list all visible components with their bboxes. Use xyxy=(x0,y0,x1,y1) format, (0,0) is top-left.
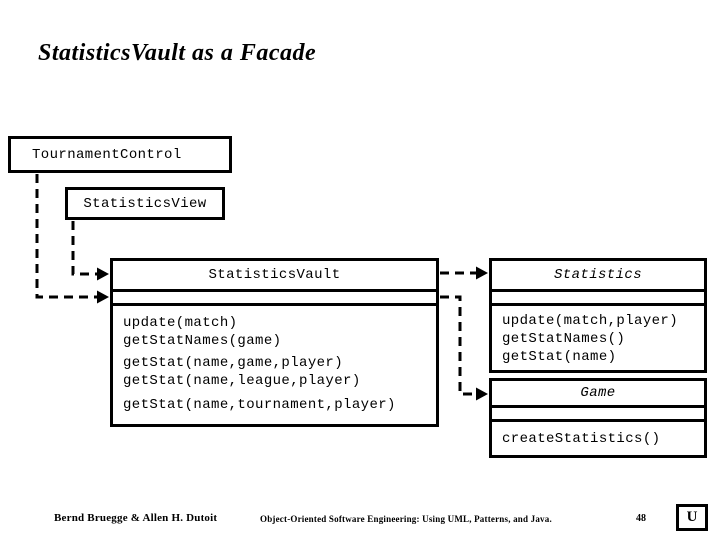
class-name-label: TournamentControl xyxy=(32,146,182,163)
class-box-statisticsview: StatisticsView xyxy=(65,187,225,220)
method-label: getStatNames(game) xyxy=(123,333,282,349)
method-label: getStatNames() xyxy=(502,331,626,347)
class-name-label: Game xyxy=(492,381,704,408)
method-label: getStat(name) xyxy=(502,349,617,365)
arrowhead-icon xyxy=(476,387,488,401)
class-box-tournamentcontrol: TournamentControl xyxy=(8,136,232,173)
class-name-label: StatisticsVault xyxy=(113,261,436,292)
university-logo-icon: U xyxy=(676,504,708,531)
methods-compartment: update(match,player) getStatNames() getS… xyxy=(492,306,704,366)
method-label: getStat(name,league,player) xyxy=(123,373,361,389)
footer-book-title: Object-Oriented Software Engineering: Us… xyxy=(260,514,552,524)
methods-compartment: createStatistics() xyxy=(492,422,704,448)
methods-compartment: update(match) getStatNames(game) getStat… xyxy=(113,306,436,414)
class-name-label: Statistics xyxy=(492,261,704,292)
class-box-statistics: Statistics update(match,player) getStatN… xyxy=(489,258,707,373)
arrow-statisticsview-to-vault xyxy=(71,221,98,276)
class-name-label: StatisticsView xyxy=(83,195,207,212)
attributes-compartment xyxy=(492,408,704,422)
footer-page-number: 48 xyxy=(636,513,646,524)
arrowhead-icon xyxy=(97,267,109,281)
class-box-game: Game createStatistics() xyxy=(489,378,707,458)
arrowhead-icon xyxy=(476,266,488,280)
attributes-compartment xyxy=(492,292,704,306)
method-label: getStat(name,game,player) xyxy=(123,355,344,371)
class-box-statisticsvault: StatisticsVault update(match) getStatNam… xyxy=(110,258,439,427)
arrow-vault-to-game xyxy=(440,295,476,396)
method-label: update(match,player) xyxy=(502,313,679,329)
page-title: StatisticsVault as a Facade xyxy=(38,40,317,66)
method-label: update(match) xyxy=(123,315,238,331)
arrowhead-icon xyxy=(97,290,109,304)
attributes-compartment xyxy=(113,292,436,306)
method-label: createStatistics() xyxy=(502,431,661,447)
logo-glyph: U xyxy=(686,509,698,525)
method-label: getStat(name,tournament,player) xyxy=(123,397,396,413)
footer-authors: Bernd Bruegge & Allen H. Dutoit xyxy=(54,512,218,524)
